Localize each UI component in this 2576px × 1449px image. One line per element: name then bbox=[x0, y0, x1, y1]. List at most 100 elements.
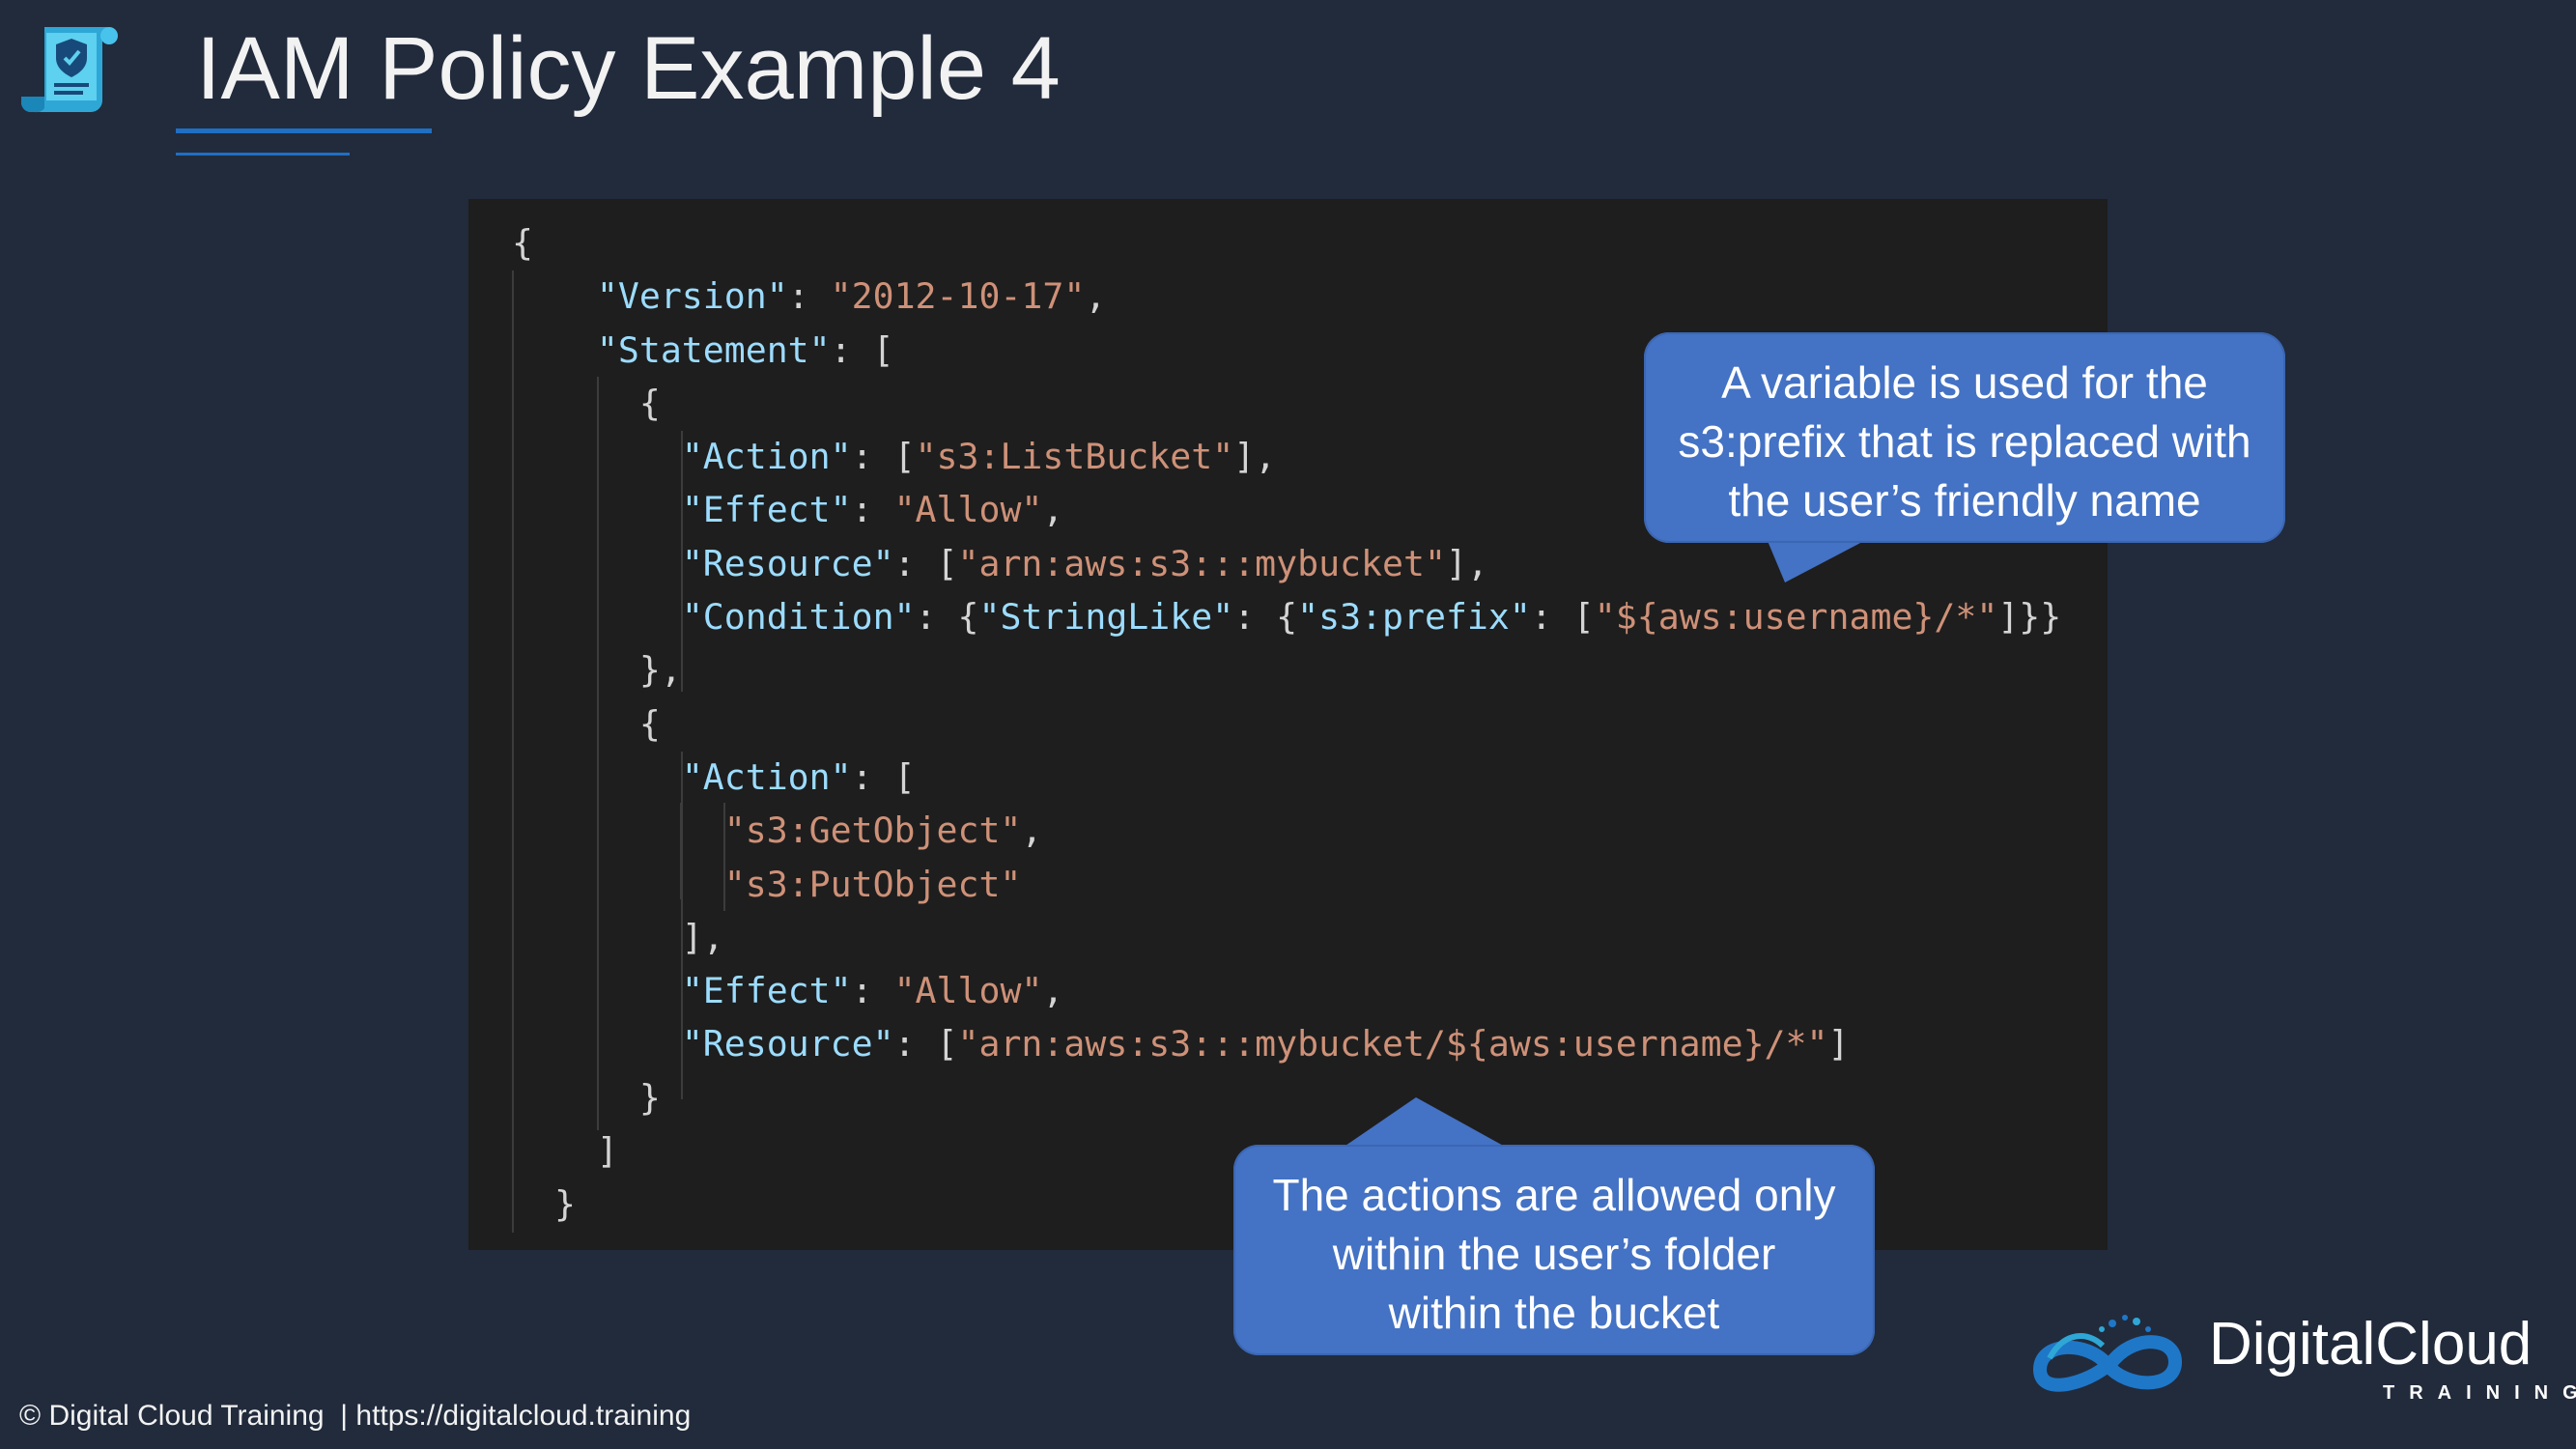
json-string: "s3:GetObject" bbox=[723, 810, 1022, 852]
json-key: "Effect" bbox=[681, 489, 852, 531]
callout-actions-note: The actions are allowed only within the … bbox=[1233, 1145, 1875, 1355]
logo-name: DigitalCloud bbox=[2209, 1311, 2533, 1378]
json-string: "Allow" bbox=[893, 489, 1043, 531]
code-line: "Action": ["s3:ListBucket"], bbox=[512, 430, 2061, 483]
json-punctuation bbox=[512, 756, 682, 798]
title-underline bbox=[176, 128, 432, 133]
callout-line: within the bucket bbox=[1388, 1288, 1720, 1338]
digitalcloud-logo: DigitalCloud TRAINING bbox=[2021, 1302, 2576, 1408]
json-key: "Condition" bbox=[681, 596, 916, 639]
indent-guide bbox=[680, 803, 682, 899]
json-punctuation: : [ bbox=[893, 542, 958, 584]
json-punctuation bbox=[512, 1023, 682, 1065]
json-punctuation: : bbox=[787, 275, 831, 318]
code-line: "s3:PutObject" bbox=[512, 858, 2061, 911]
code-line: "Action": [ bbox=[512, 751, 2061, 804]
json-punctuation: : bbox=[851, 970, 894, 1012]
json-punctuation bbox=[512, 864, 724, 905]
code-line: { bbox=[512, 697, 2061, 751]
policy-document-shield-icon bbox=[21, 27, 118, 113]
slide-title: IAM Policy Example 4 bbox=[196, 19, 1061, 118]
json-key: "Resource" bbox=[681, 1023, 894, 1065]
json-string: "s3:ListBucket" bbox=[915, 436, 1234, 478]
policy-json-code: { "Version": "2012-10-17", "Statement": … bbox=[512, 216, 2061, 1232]
json-punctuation: : [ bbox=[851, 755, 916, 798]
code-line: "Effect": "Allow", bbox=[512, 483, 2061, 536]
code-line: "s3:GetObject", bbox=[512, 804, 2061, 857]
json-key: "Version" bbox=[596, 275, 788, 318]
json-punctuation bbox=[512, 543, 682, 584]
json-punctuation: { bbox=[512, 382, 661, 424]
json-punctuation: }, bbox=[512, 649, 682, 692]
code-line: ], bbox=[512, 911, 2061, 964]
json-key: "StringLike" bbox=[978, 596, 1234, 639]
code-line: "Statement": [ bbox=[512, 324, 2061, 377]
json-string: "arn:aws:s3:::mybucket/${aws:username}/*… bbox=[957, 1023, 1828, 1065]
json-key: "Action" bbox=[681, 755, 852, 798]
callout-tail bbox=[1343, 1097, 1507, 1148]
json-punctuation: : [ bbox=[893, 1023, 958, 1065]
callout-line: A variable is used for the bbox=[1721, 357, 2208, 408]
digitalcloud-infinity-cloud-icon bbox=[2032, 1315, 2183, 1392]
json-punctuation: ], bbox=[1233, 436, 1277, 478]
code-line: "Effect": "Allow", bbox=[512, 964, 2061, 1017]
json-key: "Resource" bbox=[681, 542, 894, 584]
json-punctuation: : [ bbox=[1530, 596, 1595, 639]
json-punctuation bbox=[512, 329, 597, 371]
code-line: { bbox=[512, 377, 2061, 430]
indent-guide bbox=[597, 377, 599, 1130]
json-punctuation: : [ bbox=[851, 436, 916, 478]
json-key: "Statement" bbox=[596, 328, 831, 371]
code-line: }, bbox=[512, 643, 2061, 696]
json-punctuation: : { bbox=[1233, 596, 1298, 639]
json-punctuation bbox=[512, 596, 682, 638]
json-string: "Allow" bbox=[893, 970, 1043, 1012]
title-underline-secondary bbox=[176, 153, 350, 156]
json-punctuation: , bbox=[1021, 810, 1043, 852]
code-line: "Resource": ["arn:aws:s3:::mybucket"], bbox=[512, 537, 2061, 590]
json-string: "s3:PutObject" bbox=[723, 863, 1022, 905]
json-punctuation bbox=[512, 275, 597, 317]
code-line: ] bbox=[512, 1124, 2061, 1178]
json-key: "Effect" bbox=[681, 970, 852, 1012]
json-punctuation bbox=[512, 436, 682, 477]
code-line: } bbox=[512, 1178, 2061, 1231]
json-punctuation: ] bbox=[512, 1130, 618, 1173]
json-punctuation: : bbox=[851, 489, 894, 531]
json-punctuation: , bbox=[1042, 970, 1064, 1012]
indent-guide bbox=[681, 431, 683, 692]
json-punctuation bbox=[512, 810, 724, 851]
callout-line: within the user’s folder bbox=[1332, 1229, 1776, 1279]
json-punctuation: { bbox=[512, 702, 661, 745]
indent-guide bbox=[681, 752, 683, 1099]
callout-line: The actions are allowed only bbox=[1272, 1170, 1836, 1220]
json-string: "arn:aws:s3:::mybucket" bbox=[957, 542, 1446, 584]
json-punctuation: } bbox=[512, 1076, 661, 1119]
indent-guide bbox=[723, 803, 725, 911]
json-punctuation: } bbox=[512, 1183, 576, 1226]
json-punctuation: ]}} bbox=[1997, 596, 2062, 639]
json-punctuation bbox=[512, 489, 682, 530]
json-key: "Action" bbox=[681, 436, 852, 478]
code-line: "Version": "2012-10-17", bbox=[512, 270, 2061, 323]
callout-variable-note: A variable is used for the s3:prefix tha… bbox=[1644, 332, 2285, 543]
code-line: "Resource": ["arn:aws:s3:::mybucket/${aw… bbox=[512, 1017, 2061, 1070]
json-string: "${aws:username}/*" bbox=[1594, 596, 1998, 639]
json-punctuation: : [ bbox=[830, 328, 894, 371]
json-string: "2012-10-17" bbox=[830, 275, 1086, 318]
json-punctuation: ], bbox=[512, 916, 724, 958]
json-punctuation: , bbox=[1042, 489, 1064, 531]
logo-subtitle: TRAINING bbox=[2383, 1382, 2576, 1404]
json-punctuation: { bbox=[512, 222, 533, 264]
callout-tail bbox=[1768, 541, 1864, 582]
json-punctuation: ], bbox=[1445, 542, 1488, 584]
callout-line: the user’s friendly name bbox=[1728, 475, 2201, 526]
json-punctuation: : { bbox=[915, 596, 979, 639]
json-punctuation bbox=[512, 970, 682, 1011]
code-line: } bbox=[512, 1071, 2061, 1124]
code-line: { bbox=[512, 216, 2061, 270]
json-punctuation: ] bbox=[1827, 1023, 1850, 1065]
json-punctuation: , bbox=[1085, 275, 1107, 318]
indent-guide bbox=[512, 270, 514, 1233]
code-line: "Condition": {"StringLike": {"s3:prefix"… bbox=[512, 590, 2061, 643]
